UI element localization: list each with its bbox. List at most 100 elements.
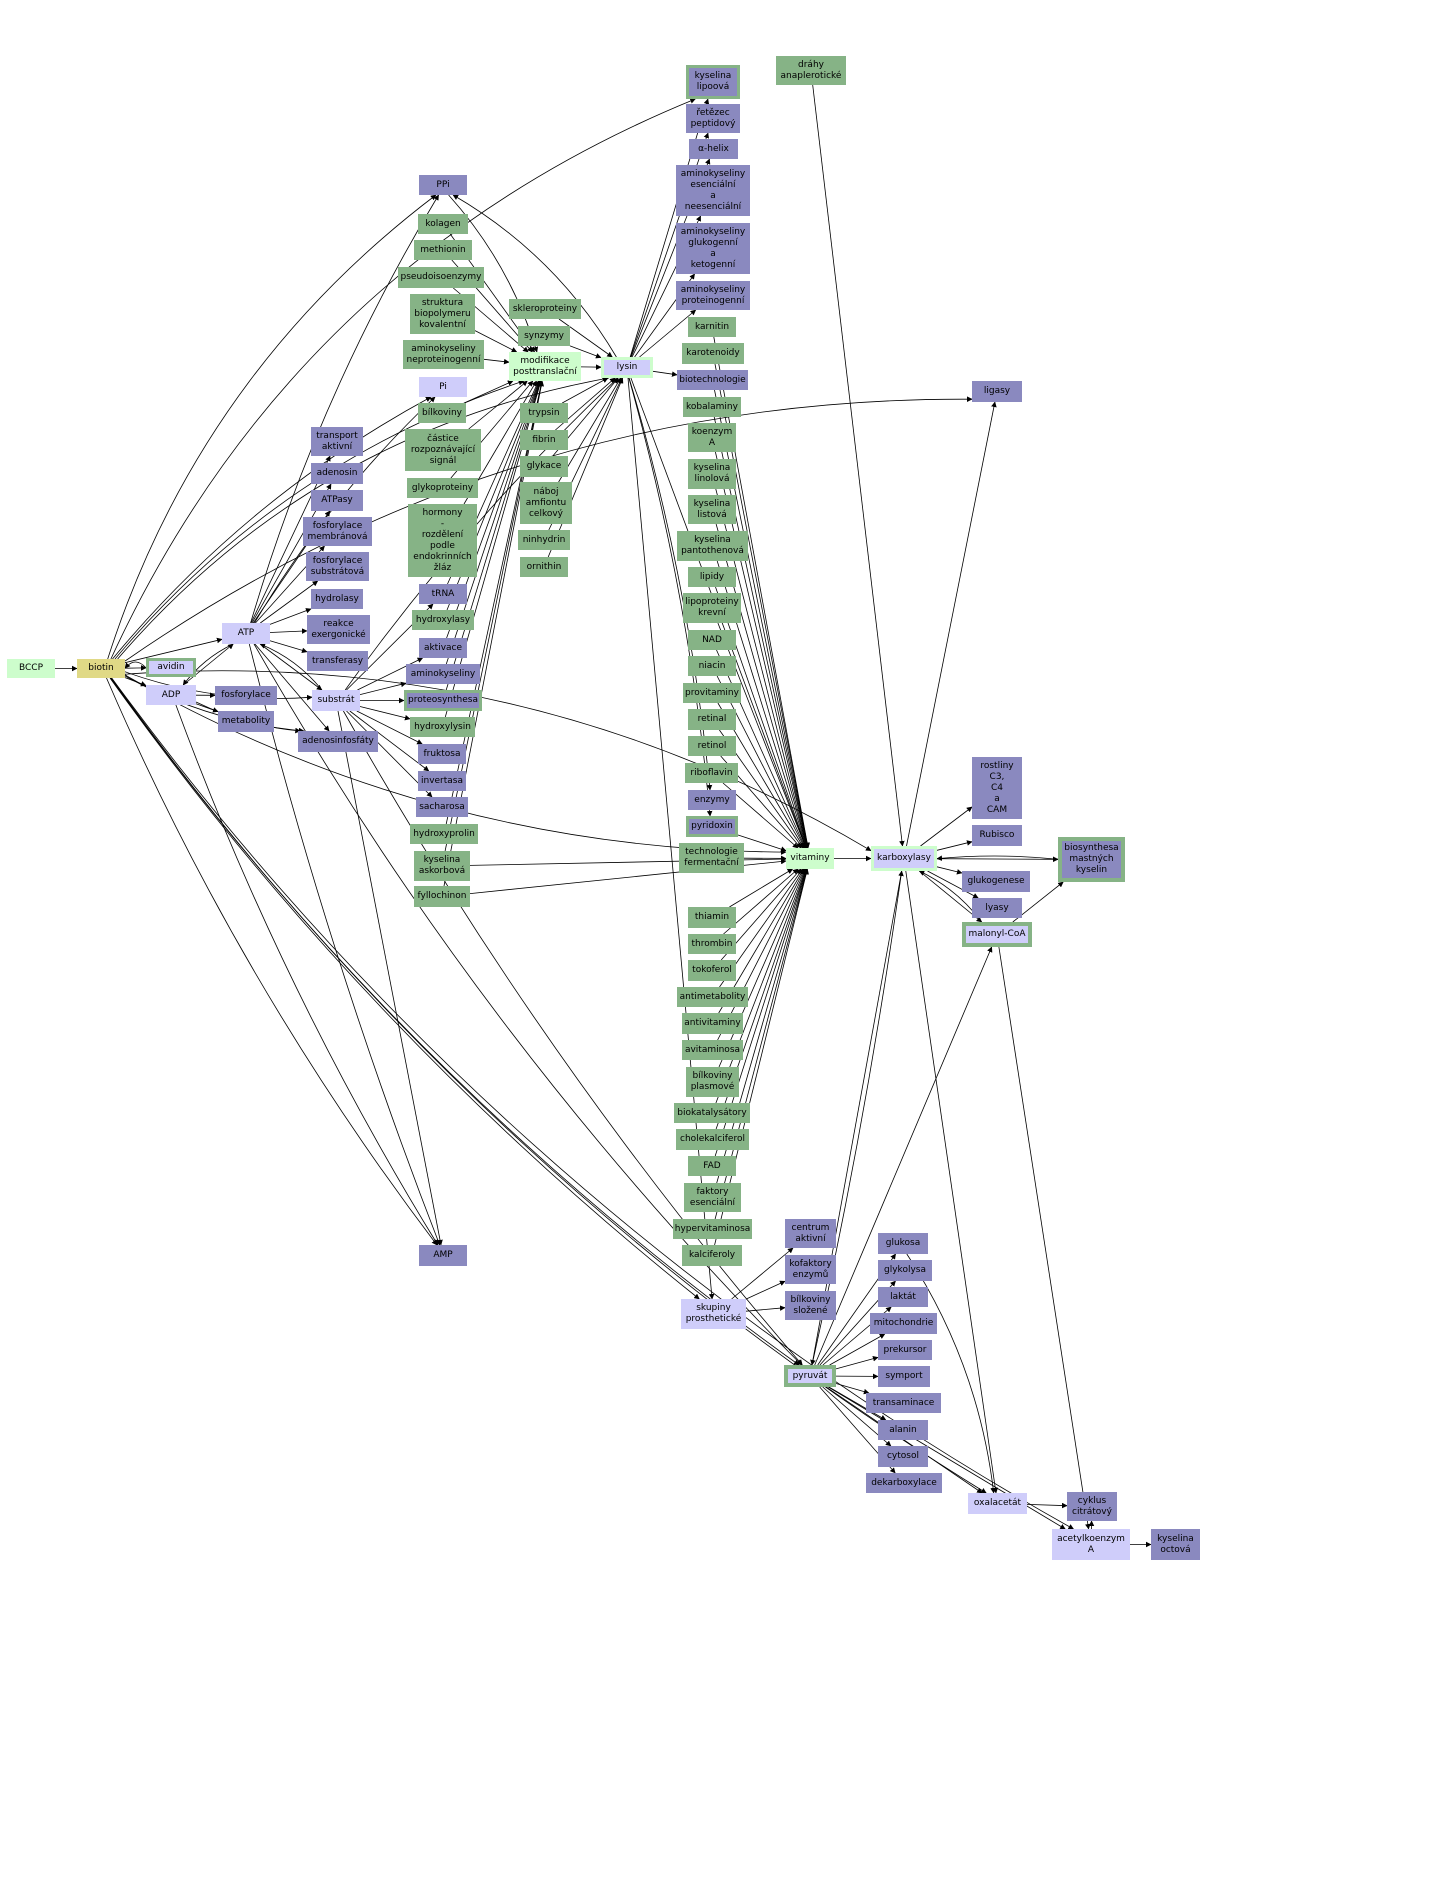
node-retinol[interactable]: retinol bbox=[688, 736, 736, 756]
node-kyselina-pantothenova[interactable]: kyselina pantothenová bbox=[677, 531, 748, 561]
node-amp[interactable]: AMP bbox=[419, 1245, 467, 1266]
node-fibrin[interactable]: fibrin bbox=[520, 430, 568, 450]
node-biosynthesa[interactable]: biosynthesa mastných kyselin bbox=[1058, 837, 1125, 882]
node-adp[interactable]: ADP bbox=[146, 685, 196, 705]
node-fad[interactable]: FAD bbox=[688, 1156, 736, 1176]
node-pi[interactable]: Pi bbox=[419, 377, 467, 397]
node-aminokyseliny[interactable]: aminokyseliny bbox=[406, 664, 480, 684]
node-cyklus-citratovy[interactable]: cyklus citrátový bbox=[1067, 1492, 1117, 1521]
node-karotenoidy[interactable]: karotenoidy bbox=[682, 343, 744, 364]
node-glukogenese[interactable]: glukogenese bbox=[962, 871, 1030, 892]
node-hydroxylasy[interactable]: hydroxylasy bbox=[412, 610, 474, 630]
node-retinal[interactable]: retinal bbox=[688, 709, 736, 730]
node-karnitin[interactable]: karnitin bbox=[688, 317, 736, 337]
node-antivitaminy[interactable]: antivitaminy bbox=[682, 1013, 743, 1034]
node-ak-esencialni[interactable]: aminokyseliny esenciální a neesenciální bbox=[676, 165, 750, 216]
node-aktivace[interactable]: aktivace bbox=[419, 638, 467, 658]
node-kyselina-listova[interactable]: kyselina listová bbox=[688, 495, 736, 524]
node-malonyl-coa[interactable]: malonyl-CoA bbox=[962, 922, 1032, 947]
node-ligasy[interactable]: ligasy bbox=[972, 381, 1022, 402]
node-atp[interactable]: ATP bbox=[222, 623, 270, 644]
node-fosforylace[interactable]: fosforylace bbox=[215, 686, 277, 705]
node-glykolysa[interactable]: glykolysa bbox=[878, 1260, 932, 1281]
node-bilkoviny-slozene[interactable]: bílkoviny složené bbox=[785, 1291, 836, 1320]
node-kobalaminy[interactable]: kobalaminy bbox=[683, 397, 741, 417]
node-struktura-biopolymeru[interactable]: struktura biopolymeru kovalentní bbox=[410, 294, 475, 334]
node-antimetabolity[interactable]: antimetabolity bbox=[677, 987, 748, 1007]
node-adenosin[interactable]: adenosin bbox=[311, 463, 363, 484]
node-kalciferoly[interactable]: kalciferoly bbox=[682, 1245, 742, 1266]
node-enzymy[interactable]: enzymy bbox=[688, 790, 736, 810]
node-kyselina-linolova[interactable]: kyselina linolová bbox=[688, 459, 736, 489]
node-ppi[interactable]: PPi bbox=[419, 175, 467, 195]
node-sacharosa[interactable]: sacharosa bbox=[416, 797, 468, 817]
node-bilkoviny[interactable]: bílkoviny bbox=[418, 403, 466, 423]
node-vitaminy[interactable]: vitaminy bbox=[786, 848, 834, 869]
node-kofaktory[interactable]: kofaktory enzymů bbox=[785, 1255, 836, 1284]
node-hydrolasy[interactable]: hydrolasy bbox=[311, 589, 363, 609]
node-proteosynthesa[interactable]: proteosynthesa bbox=[404, 690, 482, 711]
node-castice[interactable]: částice rozpoznávající signál bbox=[405, 429, 481, 471]
node-symport[interactable]: symport bbox=[878, 1366, 930, 1387]
node-pyridoxin[interactable]: pyridoxin bbox=[686, 816, 738, 837]
node-faktory-esencialni[interactable]: faktory esenciální bbox=[684, 1183, 741, 1212]
node-lysin[interactable]: lysin bbox=[601, 357, 653, 378]
node-cholekalciferol[interactable]: cholekalciferol bbox=[676, 1129, 749, 1150]
node-biokatalysatory[interactable]: biokatalysátory bbox=[674, 1103, 750, 1123]
node-biotechnologie[interactable]: biotechnologie bbox=[677, 370, 748, 390]
node-fruktosa[interactable]: fruktosa bbox=[418, 744, 466, 764]
node-reakce-exergonicke[interactable]: reakce exergonické bbox=[307, 615, 370, 644]
node-provitaminy[interactable]: provitaminy bbox=[683, 683, 741, 703]
node-hydroxylysin[interactable]: hydroxylysin bbox=[410, 717, 475, 737]
node-kyselina-lipoova[interactable]: kyselina lipoová bbox=[686, 65, 740, 99]
node-modifikace[interactable]: modifikace posttranslační bbox=[509, 352, 581, 381]
node-skupiny-prostheticke[interactable]: skupiny prosthetické bbox=[681, 1299, 746, 1329]
node-hydroxyprolin[interactable]: hydroxyprolin bbox=[410, 824, 478, 844]
node-kolagen[interactable]: kolagen bbox=[418, 214, 468, 234]
node-tokoferol[interactable]: tokoferol bbox=[688, 960, 736, 981]
node-invertasa[interactable]: invertasa bbox=[418, 771, 466, 791]
node-skleroproteiny[interactable]: skleroproteiny bbox=[509, 299, 581, 319]
node-trypsin[interactable]: trypsin bbox=[520, 403, 568, 423]
node-riboflavin[interactable]: riboflavin bbox=[685, 763, 738, 783]
node-lipidy[interactable]: lipidy bbox=[688, 567, 736, 587]
node-karboxylasy[interactable]: karboxylasy bbox=[871, 846, 937, 871]
node-ninhydrin[interactable]: ninhydrin bbox=[518, 530, 570, 550]
node-transport-aktivni[interactable]: transport aktivní bbox=[311, 427, 363, 456]
node-fosforylace-substratova[interactable]: fosforylace substrátová bbox=[306, 552, 369, 581]
node-ornithin[interactable]: ornithin bbox=[520, 557, 568, 577]
node-acetylkoenzym[interactable]: acetylkoenzym A bbox=[1052, 1529, 1130, 1560]
node-hypervitaminosa[interactable]: hypervitaminosa bbox=[673, 1219, 752, 1239]
node-glukosa[interactable]: glukosa bbox=[878, 1233, 928, 1254]
node-laktat[interactable]: laktát bbox=[878, 1287, 928, 1307]
node-rostliny[interactable]: rostliny C3, C4 a CAM bbox=[972, 757, 1022, 819]
node-rubisco[interactable]: Rubisco bbox=[972, 825, 1022, 846]
node-technologie-fermentacni[interactable]: technologie fermentační bbox=[679, 843, 744, 873]
node-methionin[interactable]: methionin bbox=[414, 240, 472, 260]
node-thiamin[interactable]: thiamin bbox=[688, 907, 736, 928]
node-prekursor[interactable]: prekursor bbox=[878, 1340, 932, 1360]
node-pyruvat[interactable]: pyruvát bbox=[784, 1365, 836, 1387]
node-nad[interactable]: NAD bbox=[688, 630, 736, 650]
node-atpasy[interactable]: ATPasy bbox=[311, 490, 363, 511]
node-dekarboxylace[interactable]: dekarboxylace bbox=[866, 1473, 942, 1493]
node-naboj[interactable]: náboj amfiontu celkový bbox=[520, 482, 572, 524]
node-thrombin[interactable]: thrombin bbox=[688, 934, 736, 954]
node-alanin[interactable]: alanin bbox=[878, 1420, 928, 1440]
node-avitaminosa[interactable]: avitaminosa bbox=[682, 1040, 743, 1060]
node-lyasy[interactable]: lyasy bbox=[972, 898, 1022, 918]
node-ak-glukogenni[interactable]: aminokyseliny glukogenní a ketogenní bbox=[676, 223, 750, 274]
node-adenosinfosfaty[interactable]: adenosinfosfáty bbox=[298, 731, 378, 752]
node-alfa-helix[interactable]: α-helix bbox=[689, 139, 738, 159]
node-glykace[interactable]: glykace bbox=[520, 456, 568, 477]
node-bilkoviny-plasmove[interactable]: bílkoviny plasmové bbox=[686, 1067, 739, 1097]
node-niacin[interactable]: niacin bbox=[688, 656, 736, 676]
node-retezec-peptidovy[interactable]: řetězec peptidový bbox=[686, 104, 740, 133]
node-biotin[interactable]: biotin bbox=[77, 659, 125, 678]
node-fyllochinon[interactable]: fyllochinon bbox=[414, 886, 470, 907]
node-lipoproteiny-krevni[interactable]: lipoproteiny krevní bbox=[683, 593, 741, 623]
node-oxalacetat[interactable]: oxalacetát bbox=[968, 1493, 1027, 1514]
node-metabolity[interactable]: metabolity bbox=[218, 711, 274, 732]
node-pseudoisoenzymy[interactable]: pseudoisoenzymy bbox=[398, 267, 484, 288]
node-substrat[interactable]: substrát bbox=[312, 690, 360, 711]
